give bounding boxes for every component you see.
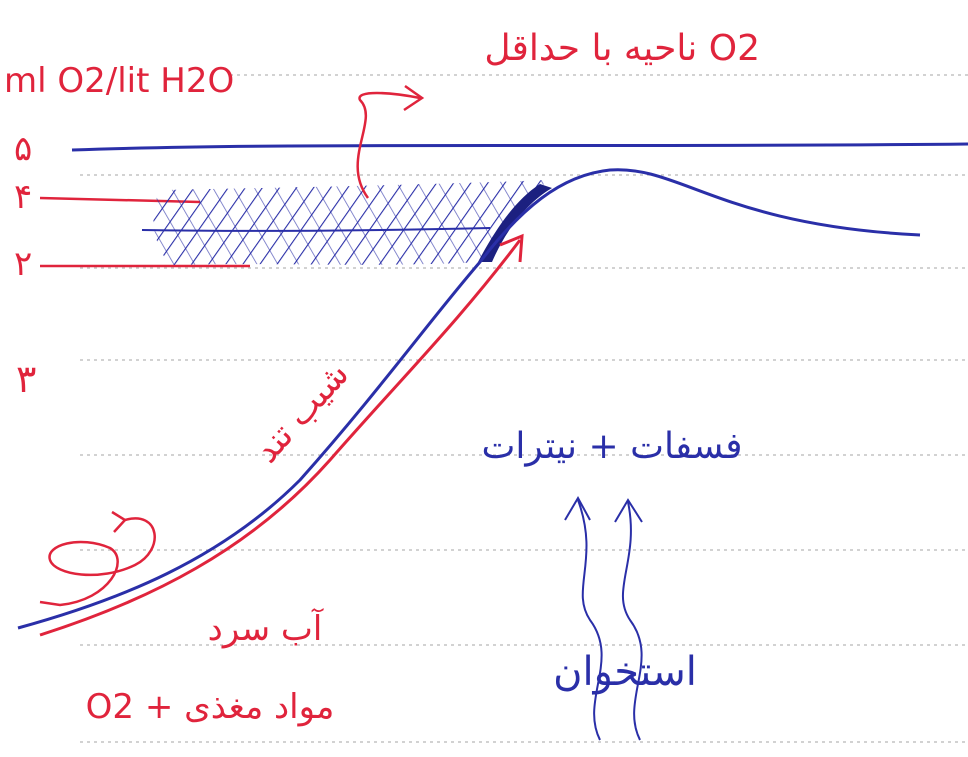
zone-boundary xyxy=(141,227,491,232)
sea-surface-line xyxy=(71,142,968,152)
depth-mark-4: ۴ xyxy=(14,177,32,217)
oxygen-minimum-zone-label: ناحیه با حداقل O2 xyxy=(484,28,760,69)
oxygen-minimum-zone-crosshatch xyxy=(153,180,550,265)
upwelling-current-arrow xyxy=(39,239,522,637)
bones-label: استخوان xyxy=(553,649,697,695)
notebook-rules xyxy=(80,74,968,743)
unit-label: ml O2/lit H2O xyxy=(4,61,234,101)
seafloor-profile xyxy=(17,168,921,630)
depth-mark-5: ۵ xyxy=(14,129,32,169)
steep-slope-label: شیب تند xyxy=(247,354,357,470)
zone-pointer-arrow xyxy=(356,91,421,199)
phosphates-nitrates-label: فسفات + نیترات xyxy=(482,426,743,467)
depth-mark-2: ۲ xyxy=(14,244,32,284)
eddy-arrowhead xyxy=(111,510,127,533)
zone-pointer-arrowhead xyxy=(403,84,425,112)
nutrients-label: O2 + مواد مغذی xyxy=(86,687,335,727)
upward-arrowhead-right xyxy=(614,498,643,523)
cold-water-label: آب سرد xyxy=(208,608,324,649)
upward-arrowhead-left xyxy=(564,495,591,521)
upwelling-arrowhead xyxy=(499,233,524,263)
upward-arrow-right xyxy=(621,501,643,741)
depth-mark-3: ۳ xyxy=(16,357,36,401)
upward-arrow-left xyxy=(577,499,603,741)
eddy-swirl xyxy=(39,517,156,607)
